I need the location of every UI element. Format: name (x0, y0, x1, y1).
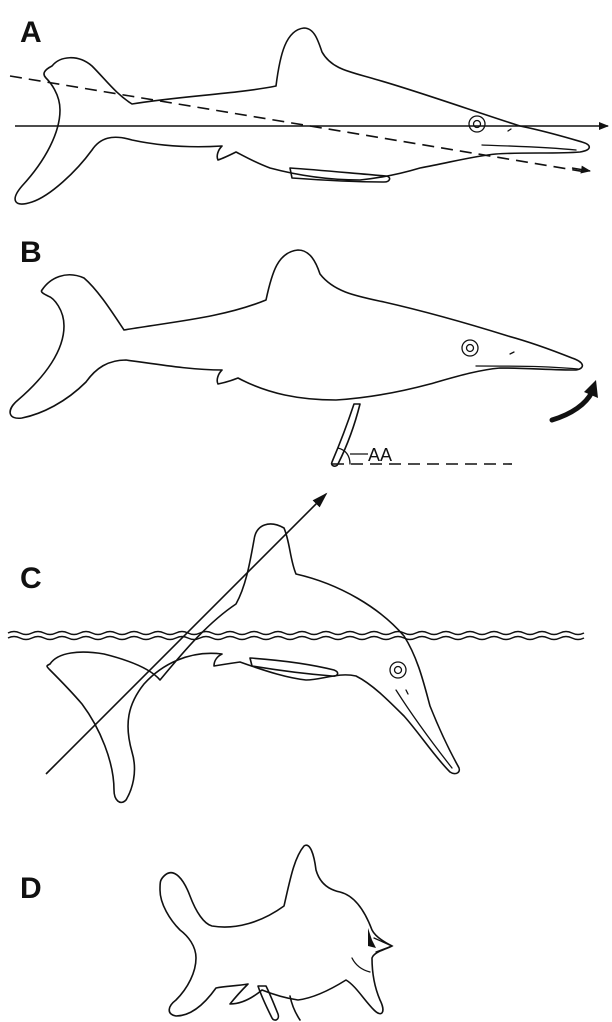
eye-inner-b (467, 345, 474, 352)
panel-label-a: A (20, 16, 42, 49)
nostril-b (510, 352, 514, 354)
flipper-b (332, 404, 360, 466)
ichthyosaur-body-b (10, 250, 582, 418)
eye-outer-b (462, 340, 478, 356)
ichthyosaur-body-a (15, 28, 589, 204)
eye-inner-c (395, 667, 402, 674)
panel-d: D (20, 845, 392, 1020)
mouth-line-a (482, 145, 576, 150)
panel-b: B AA (10, 236, 598, 466)
tilted-axis-dashed (10, 76, 586, 172)
eye-outer-c (390, 662, 406, 678)
water-surface-line-1 (8, 632, 584, 635)
angle-label-aa: AA (368, 445, 392, 465)
panel-label-c: C (20, 562, 42, 595)
panel-a: A (10, 16, 608, 204)
jaw-line-d (352, 958, 370, 972)
eye-outer-a (469, 116, 485, 132)
panel-label-d: D (20, 872, 42, 905)
flipper-c (250, 658, 338, 676)
nostril-a (508, 129, 511, 131)
mouth-line-c (396, 690, 452, 768)
trajectory-arrow (46, 494, 326, 774)
panel-c: C (8, 494, 584, 802)
nostril-c (406, 690, 408, 694)
ichthyosaur-body-d (160, 845, 392, 1016)
panel-label-b: B (20, 236, 42, 269)
rotation-arrow-curve (552, 392, 592, 420)
water-surface-line-2 (8, 637, 584, 640)
